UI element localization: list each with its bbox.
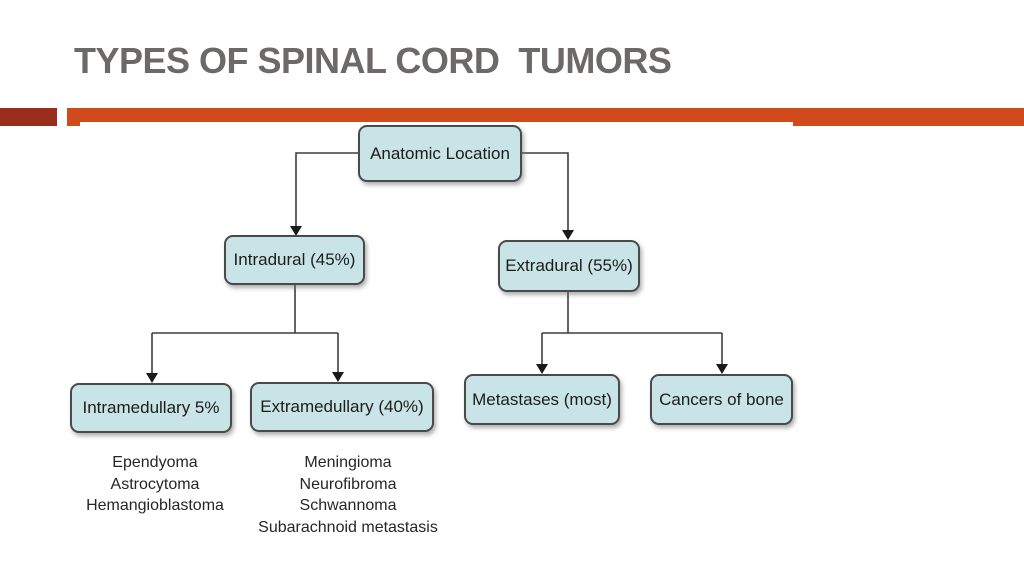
- arrowhead-cancers-of-bone: [716, 364, 728, 374]
- header-orange-bar: [67, 108, 1024, 122]
- arrowhead-extradural: [562, 230, 574, 240]
- node-metastases: Metastases (most): [464, 374, 620, 425]
- node-extramedullary: Extramedullary (40%): [250, 382, 434, 432]
- node-extramedullary-label: Extramedullary (40%): [260, 397, 424, 416]
- node-cancers-of-bone: Cancers of bone: [650, 374, 793, 425]
- node-anatomic-location-label: Anatomic Location: [370, 143, 510, 163]
- list-item: Neurofibroma: [299, 475, 397, 493]
- list-item: Schwannoma: [299, 497, 397, 514]
- header-orange-bar-left-cap: [67, 108, 80, 126]
- connector-root-extradural: [522, 152, 569, 232]
- intramedullary-tumor-list: Ependyoma Astrocytoma Hemangioblastoma: [45, 452, 265, 517]
- node-anatomic-location: Anatomic Location: [358, 125, 522, 182]
- node-extradural: Extradural (55%): [498, 240, 640, 292]
- arrowhead-metastases: [536, 364, 548, 374]
- node-intramedullary-label: Intramedullary 5%: [82, 398, 220, 417]
- list-item: Hemangioblastoma: [86, 497, 224, 514]
- node-intradural-label: Intradural (45%): [233, 250, 356, 269]
- list-item: Ependyoma: [112, 454, 198, 471]
- arrowhead-extramedullary: [332, 372, 344, 382]
- extramedullary-tumor-list: Meningioma Neurofibroma Schwannoma Subar…: [237, 452, 459, 538]
- list-item: Subarachnoid metastasis: [258, 518, 438, 536]
- header-orange-bar-right-segment: [793, 108, 1024, 126]
- node-extradural-label: Extradural (55%): [505, 256, 633, 275]
- page-title: TYPES OF SPINAL CORD TUMORS: [74, 40, 672, 81]
- list-item: Astrocytoma: [110, 475, 200, 493]
- node-intradural: Intradural (45%): [224, 235, 365, 285]
- connector-root-intradural: [295, 152, 358, 228]
- node-metastases-label: Metastases (most): [472, 389, 612, 409]
- arrowhead-intramedullary: [146, 373, 158, 383]
- list-item: Meningioma: [304, 454, 392, 471]
- node-cancers-of-bone-label: Cancers of bone: [659, 389, 784, 409]
- node-intramedullary: Intramedullary 5%: [70, 383, 232, 433]
- header-darkred-bar: [0, 108, 57, 126]
